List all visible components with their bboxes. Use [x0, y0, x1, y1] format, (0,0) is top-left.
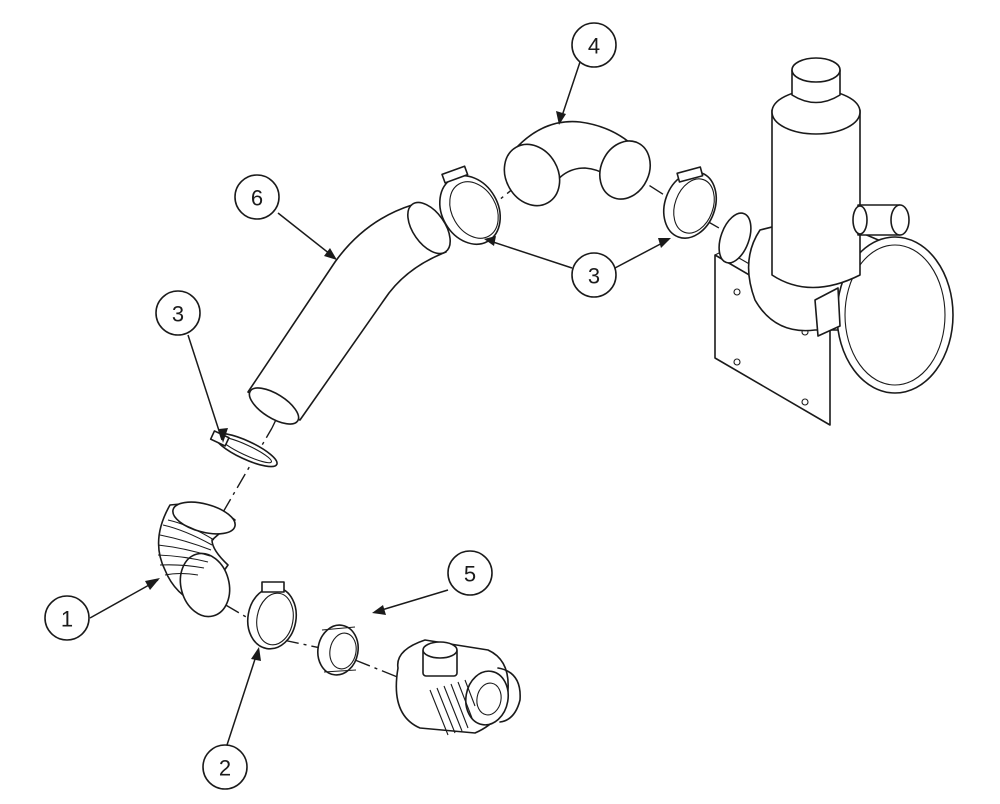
callout-1: 1 — [44, 595, 90, 641]
callout-4-label: 4 — [588, 34, 600, 59]
callout-5-label: 5 — [464, 562, 476, 587]
callout-6: 6 — [234, 174, 280, 220]
callout-1-label: 1 — [61, 607, 73, 632]
callout-2: 2 — [202, 744, 248, 790]
callout-4: 4 — [571, 22, 617, 68]
callout-2-label: 2 — [219, 756, 231, 781]
upper-bent-tube — [247, 201, 451, 425]
inlet-precleaner — [395, 639, 521, 736]
reducer-ring — [317, 624, 359, 676]
callout-3-left-label: 3 — [172, 302, 184, 327]
hose-clamp-elbow-left — [439, 165, 501, 245]
callout-6-label: 6 — [251, 186, 263, 211]
air-cleaner-assembly — [714, 57, 954, 426]
hose-clamp-elbow-right — [662, 166, 718, 239]
callout-3-left: 3 — [155, 290, 201, 336]
hose-clamp-left — [209, 430, 278, 468]
precleaner-fins — [429, 679, 476, 736]
hose-clamp-lower — [246, 581, 298, 650]
callout-5: 5 — [447, 550, 493, 596]
leader-lines — [89, 61, 671, 746]
rubber-elbow — [503, 120, 651, 207]
callout-3-upper-label: 3 — [588, 264, 600, 289]
callout-3-upper: 3 — [571, 252, 617, 298]
flexible-elbow — [157, 501, 236, 618]
